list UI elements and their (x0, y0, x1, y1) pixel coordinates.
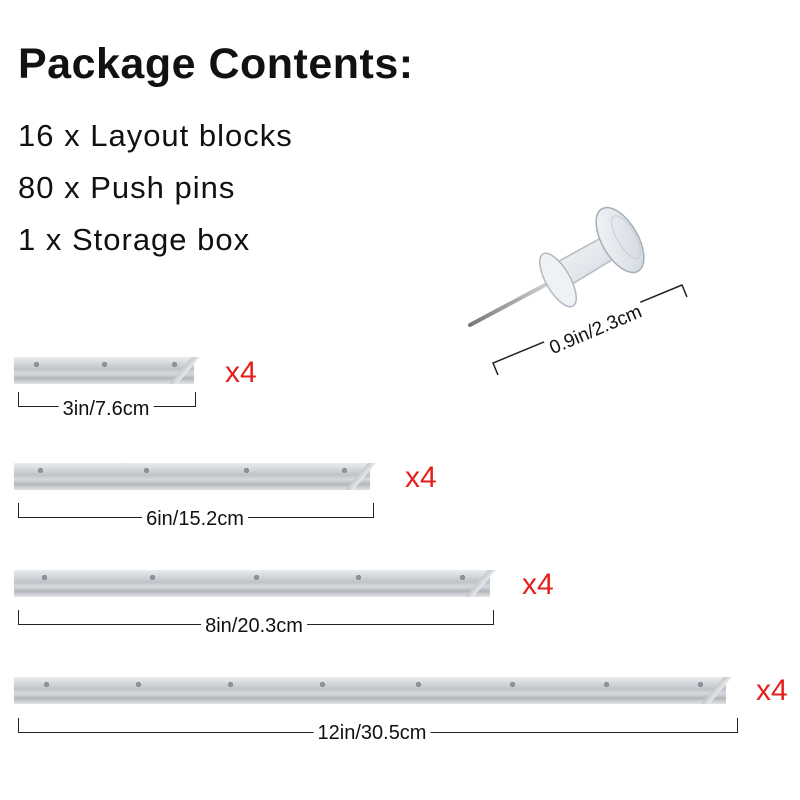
rail-hole (42, 575, 47, 580)
push-pin-icon (460, 185, 690, 385)
rail-hole (698, 682, 703, 687)
rail-hole (510, 682, 515, 687)
rail-hole (244, 468, 249, 473)
rail-hole (44, 682, 49, 687)
rail-hole (460, 575, 465, 580)
rail-hole (150, 575, 155, 580)
rail-3in (14, 357, 194, 384)
rail-hole (144, 468, 149, 473)
rail-3in-quantity: x4 (225, 356, 257, 389)
rail-hole (34, 362, 39, 367)
contents-item-layout-blocks: 16 x Layout blocks (18, 118, 293, 153)
rail-6in-quantity: x4 (405, 461, 437, 494)
rail-6in-dimension-label: 6in/15.2cm (142, 508, 248, 531)
rail-8in (14, 570, 490, 597)
rail-8in-dimension-label: 8in/20.3cm (201, 615, 307, 638)
contents-item-push-pins: 80 x Push pins (18, 170, 236, 205)
rail-hole (38, 468, 43, 473)
rail-6in (14, 463, 370, 490)
rail-hole (320, 682, 325, 687)
rail-hole (102, 362, 107, 367)
rail-hole (228, 682, 233, 687)
rail-hole (416, 682, 421, 687)
rail-hole (136, 682, 141, 687)
rail-hole (604, 682, 609, 687)
rail-12in-quantity: x4 (756, 674, 788, 707)
rail-12in-dimension-label: 12in/30.5cm (313, 722, 431, 745)
page-title: Package Contents: (18, 40, 414, 88)
rail-3in-dimension-label: 3in/7.6cm (58, 398, 154, 421)
contents-item-storage-box: 1 x Storage box (18, 222, 251, 257)
rail-hole (254, 575, 259, 580)
rail-12in (14, 677, 726, 704)
rail-hole (356, 575, 361, 580)
rail-hole (172, 362, 177, 367)
rail-8in-quantity: x4 (522, 568, 554, 601)
rail-hole (342, 468, 347, 473)
